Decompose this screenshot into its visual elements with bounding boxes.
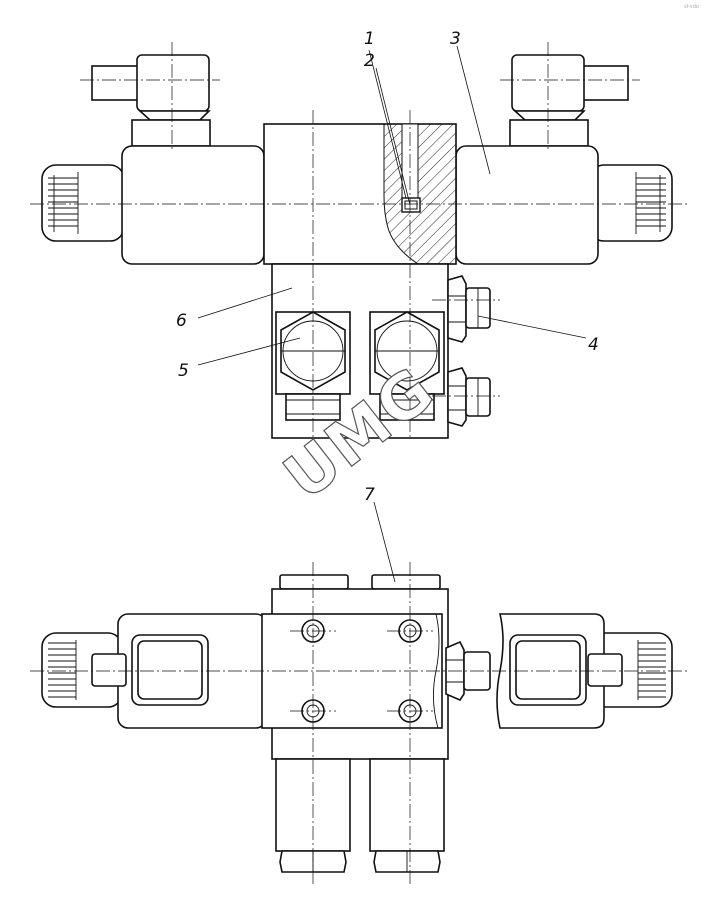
centerlines-bottom [30,562,688,884]
solenoid-left [41,54,265,265]
callout-6: 6 [176,311,187,331]
plug-bodies-bottom [275,758,445,873]
solenoid-right [455,54,673,265]
fitting-lower [447,367,491,427]
callout-1: 1 [364,29,375,49]
callout-2: 2 [364,51,375,71]
callout-3: 3 [450,29,461,49]
callout-leaders [197,45,587,583]
plug-twin [369,311,445,421]
callout-5: 5 [178,361,189,381]
corner-mark: sf-vdo [684,4,699,10]
callout-7: 7 [364,485,375,505]
centerlines-top [30,42,688,440]
valve-body-bottom [261,588,491,760]
callout-4: 4 [588,335,599,355]
manifold-block [271,263,491,439]
valve-body-top [263,123,457,265]
top-view [30,42,688,440]
bottom-view [30,562,688,884]
fitting-4 [447,275,491,343]
solenoid-right-bottom [496,613,673,729]
